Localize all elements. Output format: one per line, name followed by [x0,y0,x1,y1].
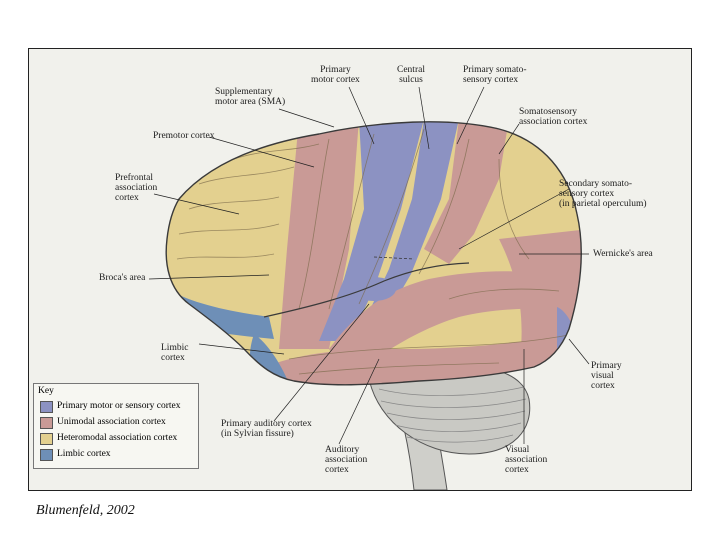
label-wernicke: Wernicke's area [593,249,653,259]
label-somatosensory-association: Somatosensory association cortex [519,107,588,127]
brain-outline [165,121,582,386]
sylvian-fissure [263,262,470,318]
key-label: Limbic cortex [57,449,111,459]
label-prefrontal: Prefrontal association cortex [115,173,158,203]
label-primary-somatosensory: Primary somato- sensory cortex [463,65,527,85]
label-sma: Supplementary motor area (SMA) [215,87,286,107]
label-auditory-association: Auditory association cortex [325,445,368,475]
key-label: Unimodal association cortex [57,417,166,427]
label-primary-visual: Primary visual cortex [591,361,622,391]
leader-lines [148,86,590,445]
label-limbic: Limbic cortex [161,343,189,363]
legend-key: Key Primary motor or sensory cortex Unim… [33,383,199,469]
key-swatch [40,417,53,429]
citation-credit: Blumenfeld, 2002 [36,503,135,518]
key-label: Primary motor or sensory cortex [57,401,181,411]
label-visual-association: Visual association cortex [505,445,548,475]
key-swatch [40,401,53,413]
label-secondary-somatosensory: Secondary somato- sensory cortex (in par… [559,179,647,209]
key-title: Key [38,386,54,396]
figure-frame: Primary motor cortex Central sulcus Prim… [28,48,692,491]
label-premotor: Premotor cortex [153,131,215,141]
key-swatch [40,433,53,445]
label-primary-motor: Primary motor cortex [311,65,360,85]
cortex-regions [166,121,582,385]
brain-illustration [148,86,590,490]
label-primary-auditory: Primary auditory cortex (in Sylvian fiss… [221,419,312,439]
key-label: Heteromodal association cortex [57,433,178,443]
label-central-sulcus: Central sulcus [397,65,425,85]
key-swatch [40,449,53,461]
label-broca: Broca's area [99,273,146,283]
